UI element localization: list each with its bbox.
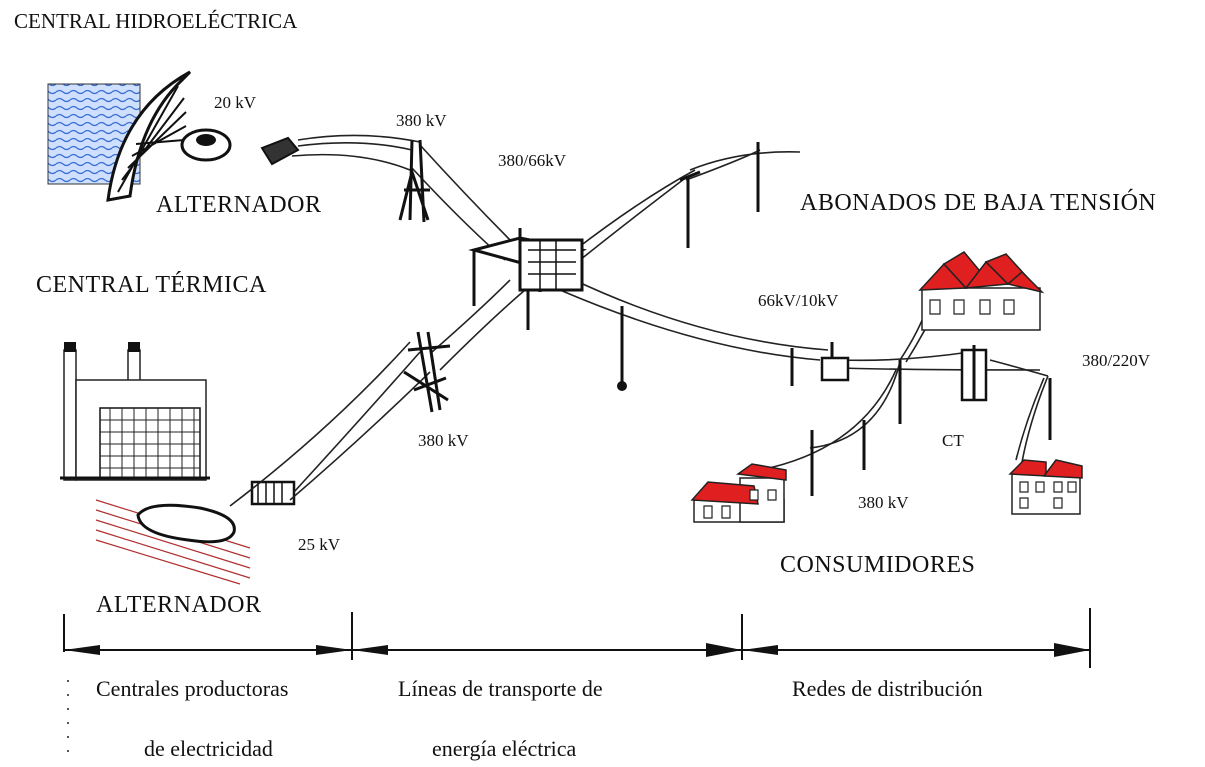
title-consumers: CONSUMIDORES: [780, 552, 975, 578]
section-production-line1: Centrales productoras: [96, 676, 288, 701]
house-bottom-left: [690, 463, 787, 523]
hydro-step-up-transformer: [260, 136, 300, 166]
tower-mid-380kv: [403, 331, 451, 413]
label-380-220v: 380/220V: [1082, 351, 1151, 370]
label-380-66kv: 380/66kV: [498, 151, 567, 170]
label-ct: CT: [942, 431, 964, 450]
section-transport-line1: Líneas de transporte de: [398, 676, 603, 701]
label-alternator-thermal: ALTERNADOR: [96, 592, 261, 618]
section-transport-line2: energía eléctrica: [432, 736, 577, 761]
distribution-poles: [810, 345, 1052, 496]
tower-right-top: [679, 142, 760, 248]
thermal-plant-building: [60, 342, 210, 481]
substation-66-10kv: [790, 342, 850, 386]
label-20kv: 20 kV: [214, 93, 257, 112]
label-380kv-top: 380 kV: [396, 111, 447, 130]
section-divider-bar: [63, 608, 1091, 760]
hydro-dam: [106, 70, 192, 202]
pole-center: [617, 306, 627, 391]
thermal-generator: [136, 503, 236, 544]
substation-380-66kv: [468, 228, 588, 330]
label-25kv: 25 kV: [298, 535, 341, 554]
section-distribution: Redes de distribución: [792, 676, 983, 701]
title-low-voltage-subscribers: ABONADOS DE BAJA TENSIÓN: [800, 189, 1156, 216]
label-380kv-mid: 380 kV: [418, 431, 469, 450]
transmission-wires: [229, 134, 1049, 507]
thermal-step-up-transformer: [250, 480, 296, 506]
label-380kv-dist: 380 kV: [858, 493, 909, 512]
hydro-generator: [180, 128, 232, 162]
label-66-10kv: 66kV/10kV: [758, 291, 839, 310]
label-alternator-hydro: ALTERNADOR: [156, 192, 321, 218]
title-thermal-plant: CENTRAL TÉRMICA: [36, 272, 267, 298]
house-cluster-top-right: [918, 251, 1045, 331]
title-hydro-plant: CENTRAL HIDROELÉCTRICA: [14, 9, 298, 33]
tower-top-380kv: [398, 139, 430, 223]
house-bottom-right: [1008, 459, 1083, 515]
section-production-line2: de electricidad: [144, 736, 273, 761]
